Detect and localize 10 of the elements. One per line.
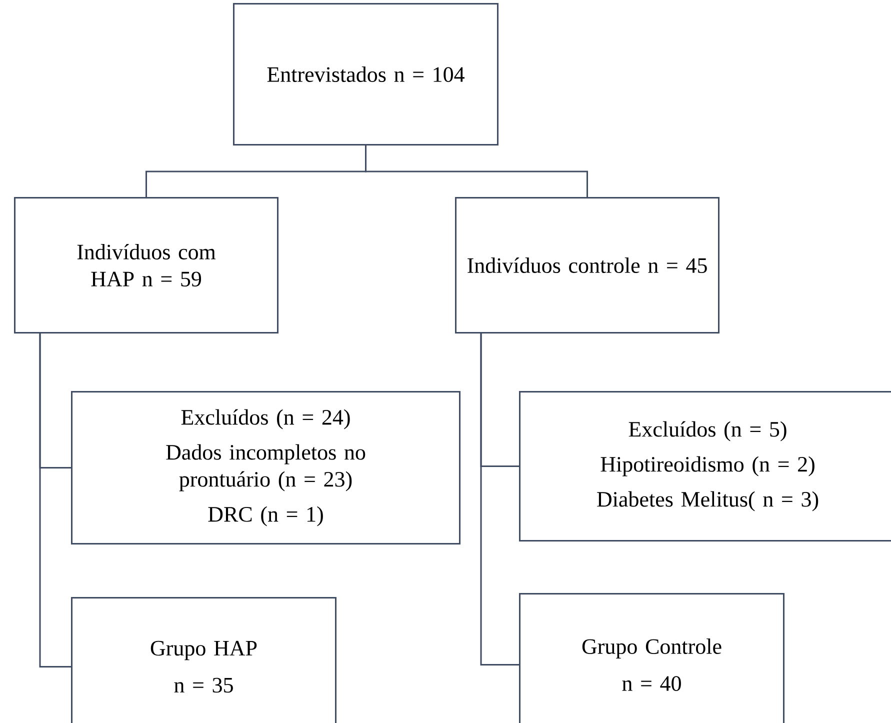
flow-box: Excluídos (n = 5) Hipotireoidismo (n = 2) Diabetes Melitus( n = 3) xyxy=(519,391,891,542)
flow-box: Grupo Controle n = 40 xyxy=(519,593,784,723)
connector-line xyxy=(480,332,519,666)
connector-line xyxy=(39,332,71,668)
flow-box: Entrevistados n = 104 xyxy=(233,3,498,146)
connector-line xyxy=(365,146,588,197)
flow-box: Grupo HAP n = 35 xyxy=(71,597,336,723)
flow-box: Indivíduos controle n = 45 xyxy=(455,197,720,334)
flow-box: Indivíduos com HAP n = 59 xyxy=(14,197,278,334)
flow-box: Excluídos (n = 24) Dados incompletos no prontuário (n = 23) DRC (n = 1) xyxy=(71,391,460,544)
